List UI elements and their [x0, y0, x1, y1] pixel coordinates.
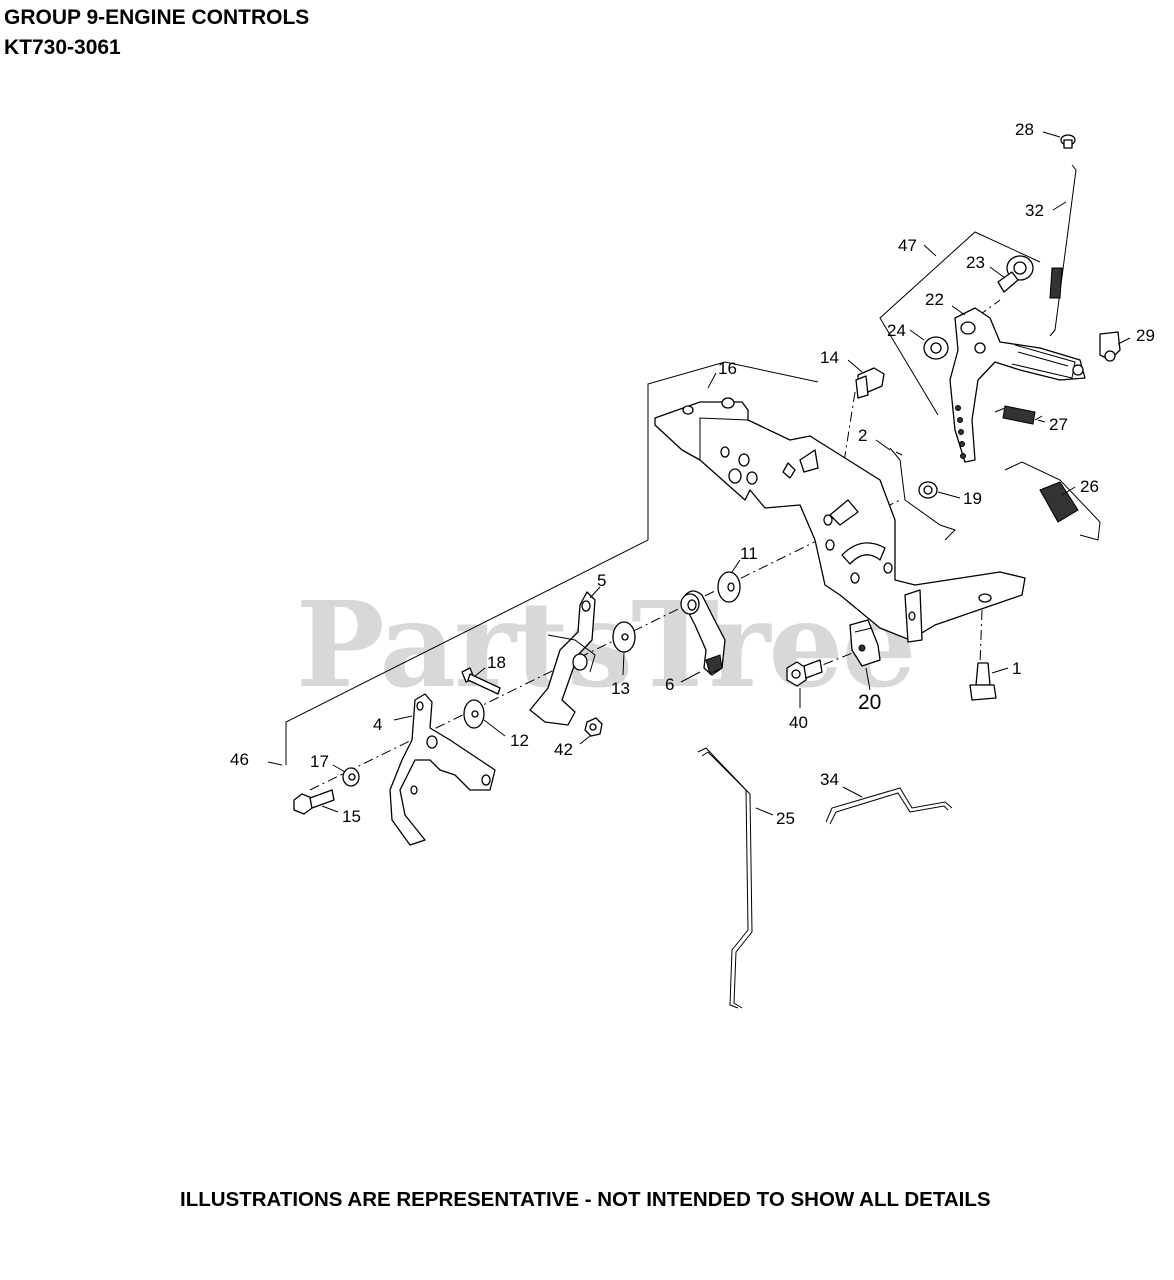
control-bracket-part-16: [654, 397, 1026, 643]
callout-labels: 28 32 47 23 22 24 29 14 16 27 2 26 19 11…: [230, 120, 1155, 828]
callout-27: 27: [1049, 415, 1068, 434]
bolt-part-14: [855, 367, 885, 399]
spring-part-27: [994, 405, 1043, 425]
lever-part-5: [529, 591, 596, 726]
bolt-part-40: [786, 659, 823, 687]
callout-16: 16: [718, 359, 737, 378]
screw-part-18: [461, 667, 501, 695]
group-bracket-47: [879, 231, 1041, 416]
spring-part-2: [889, 447, 956, 541]
lever-bracket-part-4: [389, 693, 496, 846]
callout-29: 29: [1136, 326, 1155, 345]
pin-part-23: [997, 255, 1034, 293]
callout-13: 13: [611, 679, 630, 698]
callout-42: 42: [554, 740, 573, 759]
clip-part-29: [1099, 331, 1121, 362]
diagram-title: GROUP 9-ENGINE CONTROLS: [4, 6, 310, 29]
callout-40: 40: [789, 713, 808, 732]
nut-part-19: [918, 481, 938, 499]
callout-18: 18: [487, 653, 506, 672]
disclaimer-note: ILLUSTRATIONS ARE REPRESENTATIVE - NOT I…: [180, 1188, 991, 1211]
callout-47: 47: [898, 236, 917, 255]
callout-19: 19: [963, 489, 982, 508]
nut-part-24: [923, 336, 949, 360]
callout-34: 34: [820, 770, 839, 789]
callout-leader-lines: [267, 131, 1131, 816]
washer-part-12: [463, 699, 485, 729]
callout-15: 15: [342, 807, 361, 826]
callout-5: 5: [597, 571, 606, 590]
linkage-rod-part-25: [697, 747, 753, 1009]
linkage-rod-part-34: [825, 787, 953, 825]
screw-part-28: [1060, 134, 1076, 149]
callout-14: 14: [820, 348, 839, 367]
callout-20: 20: [858, 691, 881, 714]
clip-part-20: [849, 619, 881, 667]
governor-spring-part-26: [1004, 461, 1101, 541]
callout-6: 6: [665, 675, 674, 694]
callout-46: 46: [230, 750, 249, 769]
partstree-watermark: PartsTree: [296, 575, 917, 714]
callout-11: 11: [740, 544, 758, 563]
bolt-part-15: [293, 789, 335, 815]
nut-part-42: [584, 717, 603, 737]
callout-23: 23: [966, 253, 985, 272]
callout-22: 22: [925, 290, 944, 309]
callout-2: 2: [858, 426, 867, 445]
washer-part-11: [717, 571, 741, 603]
callout-25: 25: [776, 809, 795, 828]
washer-part-17: [342, 767, 360, 787]
washer-part-13: [612, 621, 636, 653]
bolt-part-1: [969, 662, 997, 701]
callout-28: 28: [1015, 120, 1034, 139]
callout-32: 32: [1025, 201, 1044, 220]
callout-1: 1: [1012, 659, 1021, 678]
callout-17: 17: [310, 752, 329, 771]
callout-24: 24: [887, 321, 906, 340]
group-bracket-46: [285, 361, 819, 765]
choke-rod-part-32: [1049, 164, 1077, 337]
callout-12: 12: [510, 731, 529, 750]
callout-26: 26: [1080, 477, 1099, 496]
model-number: KT730-3061: [4, 36, 121, 59]
throttle-lever-part-22: [949, 307, 1086, 463]
lever-part-6: [680, 590, 726, 676]
callout-4: 4: [373, 715, 382, 734]
